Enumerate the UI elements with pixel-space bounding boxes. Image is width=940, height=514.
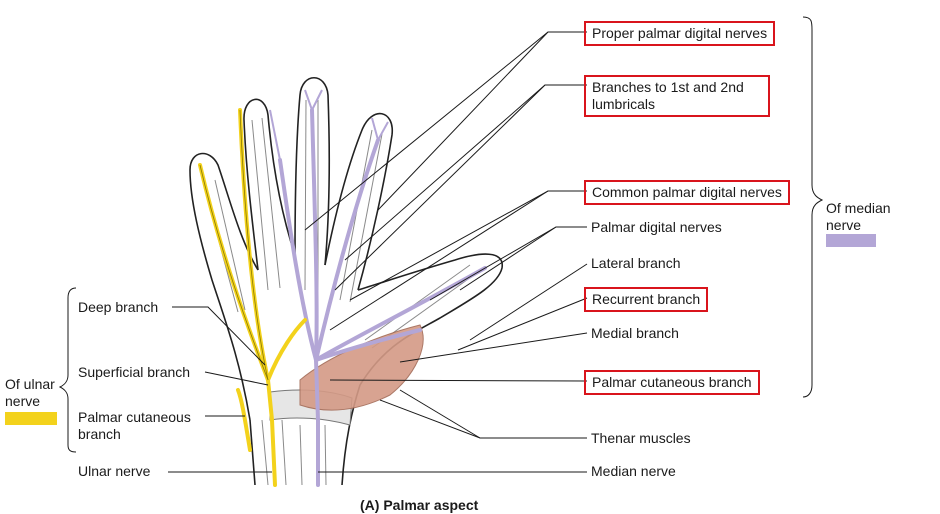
median-nerve-label: Median nerve (591, 463, 676, 479)
proper-palmar-digital-nerves-label: Proper palmar digital nerves (583, 21, 776, 46)
median-color-swatch (826, 234, 876, 247)
deep-branch-label: Deep branch (78, 299, 159, 315)
ulnar-nerve-label: Ulnar nerve (78, 463, 151, 479)
ulnar-nerve-outline (199, 109, 269, 381)
palmar-cutaneous-branch-median-label: Palmar cutaneous branch (584, 370, 760, 395)
median-nerve-fine (269, 89, 389, 161)
thenar-muscles-label: Thenar muscles (591, 430, 691, 446)
hand-outline (189, 77, 503, 486)
of-ulnar-nerve-label: Of ulnar nerve (5, 376, 55, 409)
of-median-nerve-label: Of median nerve (826, 200, 891, 233)
median-nerve-branches (278, 108, 487, 487)
ulnar-nerve-branches (198, 108, 307, 487)
leader-lines (168, 31, 588, 473)
lateral-branch-label: Lateral branch (591, 255, 681, 271)
recurrent-branch-label: Recurrent branch (583, 287, 709, 312)
figure-caption: (A) Palmar aspect (360, 497, 479, 513)
medial-branch-label: Medial branch (591, 325, 679, 341)
palmar-digital-nerves-label: Palmar digital nerves (591, 219, 722, 235)
group-braces (58, 16, 824, 453)
branches-lumbricals-label: Branches to 1st and 2nd lumbricals (584, 75, 770, 117)
palmar-cutaneous-branch-ulnar-label: Palmar cutaneous branch (78, 409, 191, 442)
superficial-branch-label: Superficial branch (78, 364, 191, 380)
common-palmar-digital-nerves-label: Common palmar digital nerves (584, 180, 790, 205)
ulnar-color-swatch (5, 412, 57, 425)
